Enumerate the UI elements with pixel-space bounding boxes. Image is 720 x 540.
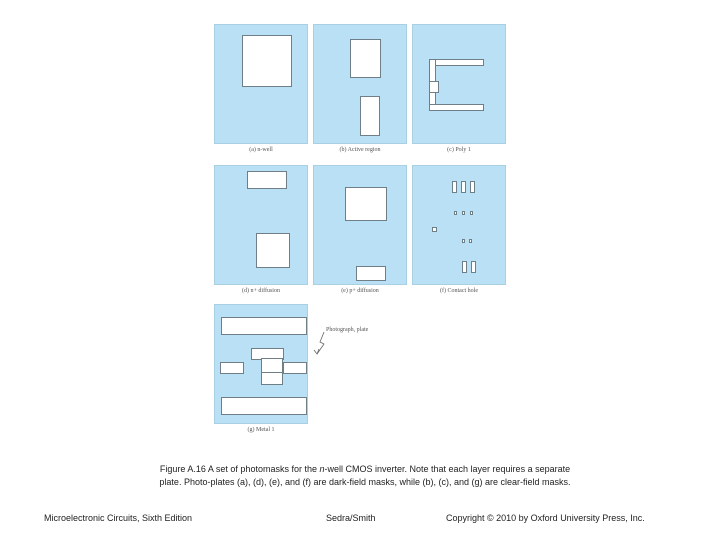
mask-panel-n-well <box>214 24 308 144</box>
mask-panel-active-region <box>313 24 407 144</box>
caption-poly-1: (c) Poly 1 <box>447 147 471 153</box>
mask-panel-poly-1 <box>412 24 506 144</box>
mask-panel-n-plus-diffusion <box>214 165 308 285</box>
contact-hole <box>452 181 457 193</box>
p-plus-upper-opening <box>345 187 387 221</box>
poly-bottom-bar <box>429 104 484 111</box>
figure-caption-suffix: -well CMOS inverter. Note that each laye… <box>159 464 571 487</box>
caption-active-region: (b) Active region <box>339 147 381 153</box>
contact-hole <box>432 227 437 232</box>
contact-hole <box>469 239 472 243</box>
callout-arrow-icon <box>313 331 325 355</box>
metal-output-stub <box>283 362 307 374</box>
footer-book-title: Microelectronic Circuits, Sixth Edition <box>44 513 193 523</box>
n-plus-lower-opening <box>256 233 290 268</box>
caption-n-plus-diffusion: (d) n+ diffusion <box>242 288 280 294</box>
poly-gate-pad <box>429 81 439 93</box>
figure-caption-italic: n <box>319 464 325 474</box>
contact-hole <box>462 211 465 215</box>
p-plus-lower-opening <box>356 266 386 281</box>
active-region-upper <box>350 39 381 78</box>
caption-n-well: (a) n-well <box>249 147 273 153</box>
figure-caption: Figure A.16 A set of photomasks for the … <box>150 463 580 489</box>
caption-metal-1: (g) Metal 1 <box>247 427 275 433</box>
metal-center-lower <box>261 372 283 385</box>
contact-hole <box>470 211 473 215</box>
mask-panel-metal-1 <box>214 304 308 424</box>
contact-hole <box>471 261 476 273</box>
metal-bottom-rail <box>221 397 307 415</box>
contact-hole <box>461 181 466 193</box>
n-well-opening <box>242 35 292 87</box>
figure-caption-prefix: Figure A.16 A set of photomasks for the <box>159 464 320 474</box>
contact-hole <box>454 211 457 215</box>
caption-p-plus-diffusion: (e) p+ diffusion <box>341 288 379 294</box>
mask-panel-contact-hole <box>412 165 506 285</box>
caption-contact-hole: (f) Contact hole <box>440 288 478 294</box>
metal-top-rail <box>221 317 307 335</box>
footer-copyright: Copyright © 2010 by Oxford University Pr… <box>446 513 645 523</box>
n-plus-upper-opening <box>247 171 287 189</box>
poly-top-bar <box>429 59 484 66</box>
mask-panel-p-plus-diffusion <box>313 165 407 285</box>
active-region-lower <box>360 96 380 136</box>
metal-input-stub <box>220 362 244 374</box>
contact-hole <box>462 239 465 243</box>
contact-hole <box>470 181 475 193</box>
footer-authors: Sedra/Smith <box>326 513 376 523</box>
contact-hole <box>462 261 467 273</box>
callout-label: Photograph, plate <box>326 327 369 333</box>
